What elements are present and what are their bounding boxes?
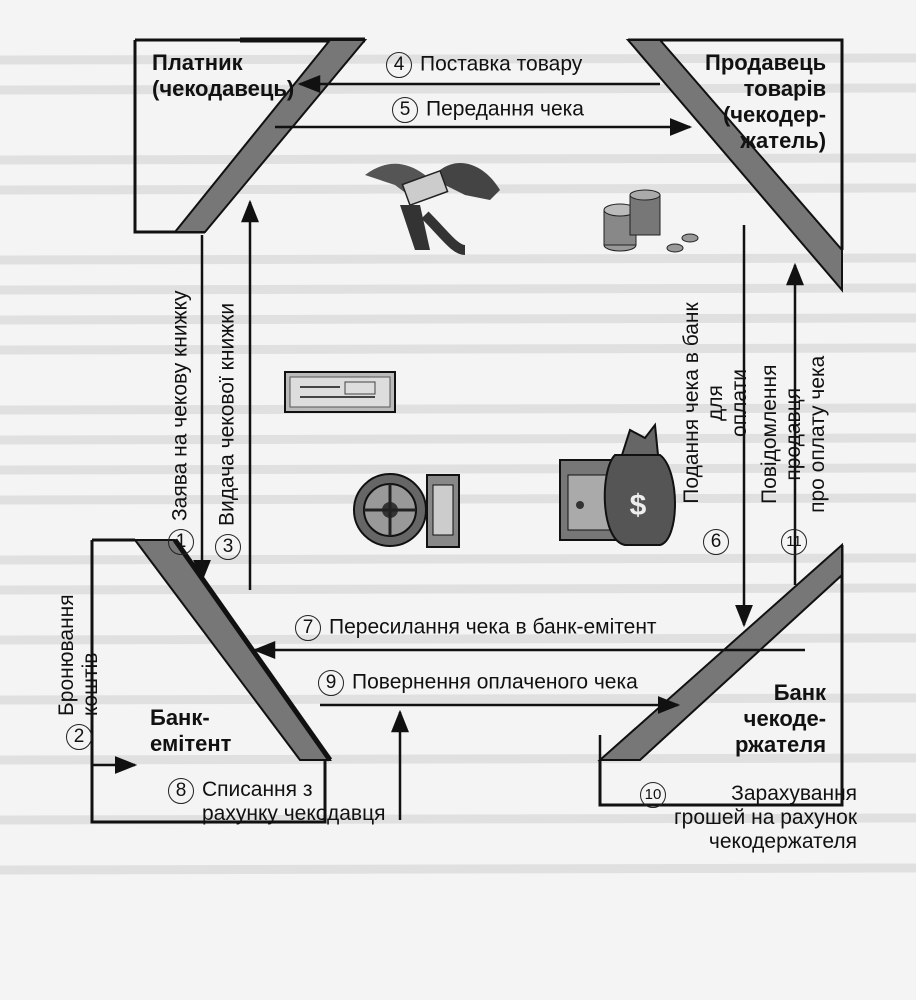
step-2-label: 2 Бронювання коштів: [55, 594, 103, 750]
step-2-text: Бронювання коштів: [55, 594, 102, 716]
step-4-number: 4: [386, 52, 412, 78]
step-7-number: 7: [295, 615, 321, 641]
step-1-text: Заява на чекову книжку: [168, 290, 192, 521]
step-4-text: Поставка товару: [420, 52, 583, 76]
background-text-lines: [0, 53, 916, 875]
step-8-number: 8: [168, 778, 194, 804]
step-8-label: 8 Списання з рахунку чекодавця: [168, 778, 385, 826]
step-3-text: Видача чекової книжки: [215, 302, 239, 526]
step-6-number: 6: [703, 529, 729, 555]
step-1-label: 1 Заява на чекову книжку: [168, 290, 194, 555]
coins-icon: [603, 189, 699, 253]
step-10-label: 10 Зарахування грошей на рахунок чекодерж…: [640, 782, 857, 854]
step-7-text: Пересилання чека в банк-емітент: [329, 615, 657, 639]
seller-box: [625, 38, 844, 293]
step-1-number: 1: [168, 529, 194, 555]
step-6-text: Подання чека в банк для оплати: [680, 302, 751, 504]
step-6-label: 6 Подання чека в банк для оплати: [680, 302, 752, 555]
arrow-2: [90, 700, 138, 774]
step-9-text: Повернення оплаченого чека: [352, 670, 638, 694]
money-bag-safe-icon: $: [559, 422, 676, 546]
step-11-label: 11 Повідомлення продавця про оплату чека: [758, 356, 830, 555]
issuer-bank-title: Банк- емітент: [150, 705, 231, 757]
step-3-label: 3 Видача чекової книжки: [215, 303, 241, 560]
step-11-number: 11: [781, 529, 807, 555]
payer-title-text: Платник (чекодавець): [152, 50, 295, 101]
svg-text:$: $: [630, 489, 647, 522]
seller-title-text: Продавець товарів (чекодер- жатель): [705, 50, 827, 153]
step-2-number: 2: [66, 724, 92, 750]
payer-box-title: Платник (чекодавець): [152, 50, 294, 102]
step-5-number: 5: [392, 97, 418, 123]
cheque-icon: [284, 371, 396, 413]
holder-bank-title: Банк чекоде- ржателя: [735, 680, 826, 758]
step-11-text: Повідомлення продавця про оплату чека: [758, 355, 829, 513]
step-9-label: 9 Повернення оплаченого чека: [318, 670, 638, 696]
seller-box-title: Продавець товарів (чекодер- жатель): [705, 50, 826, 154]
holder-bank-title-text: Банк чекоде- ржателя: [735, 680, 827, 757]
step-4-label: 4 Поставка товару: [386, 52, 582, 78]
step-10-number: 10: [640, 782, 666, 808]
step-7-label: 7 Пересилання чека в банк-емітент: [295, 615, 657, 641]
issuer-bank-title-text: Банк- емітент: [150, 705, 232, 756]
step-10-text: Зарахування грошей на рахунок чекодержат…: [674, 782, 858, 853]
step-5-label: 5 Передання чека: [392, 97, 584, 123]
step-9-number: 9: [318, 670, 344, 696]
step-5-text: Передання чека: [426, 97, 584, 121]
handshake-icon: [365, 162, 500, 255]
step-8-text: Списання з рахунку чекодавця: [202, 778, 386, 825]
step-3-number: 3: [215, 534, 241, 560]
vault-icon: [353, 473, 460, 548]
